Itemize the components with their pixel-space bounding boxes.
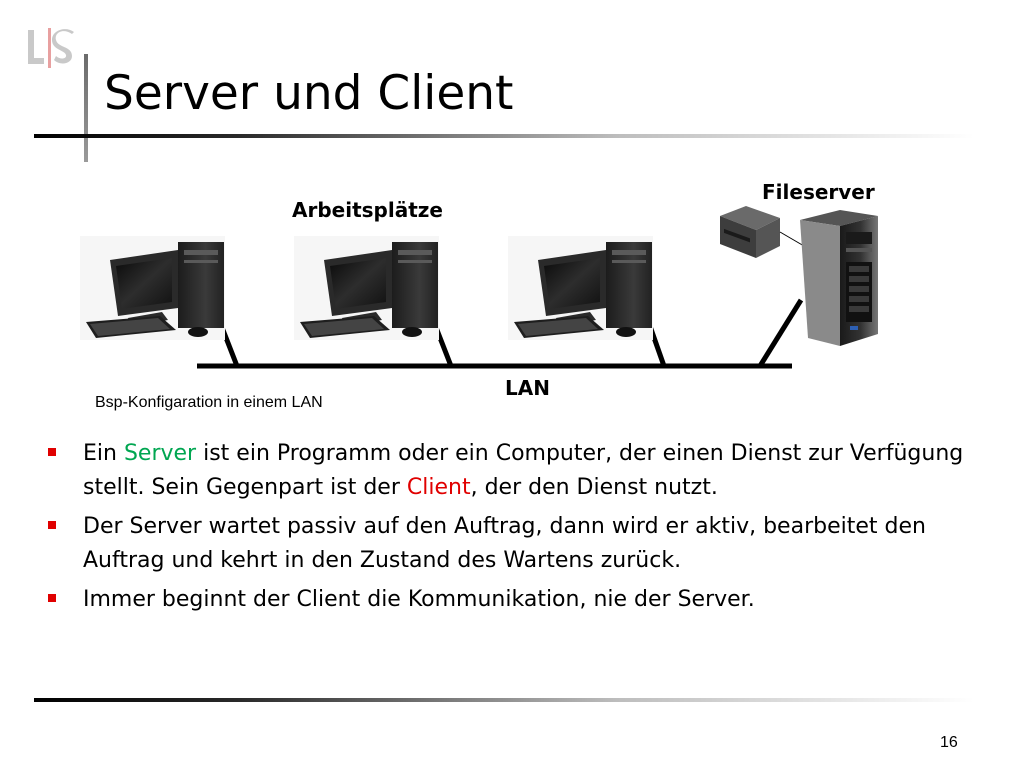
client-highlight: Client [406, 475, 471, 500]
fileserver-tower-icon [800, 210, 878, 346]
title-vertical-rule [84, 54, 88, 162]
printer-cable [779, 231, 805, 247]
bullet-marker-icon [48, 448, 56, 456]
bullet-marker-icon [48, 594, 56, 602]
workstation-3-icon [508, 236, 653, 340]
bullet-item-1: Ein Server ist ein Programm oder ein Com… [44, 437, 1004, 505]
bullet-item-2: Der Server wartet passiv auf den Auftrag… [44, 510, 1004, 578]
ls-logo [28, 28, 74, 68]
bullet-3-text: Immer beginnt der Client die Kommunikati… [83, 587, 755, 612]
slide-title: Server und Client [104, 66, 514, 121]
diagram-caption: Bsp-Konfigaration in einem LAN [95, 394, 323, 411]
footer-horizontal-rule [34, 698, 974, 702]
workstation-1-icon [80, 236, 225, 340]
workstation-2-icon [294, 236, 439, 340]
bullet-1-text-a: Ein [83, 441, 124, 466]
bullet-1-text-c: , der den Dienst nutzt. [470, 475, 718, 500]
bullet-marker-icon [48, 521, 56, 529]
lan-drop-server [757, 298, 804, 368]
page-number: 16 [940, 734, 958, 751]
workstations-label: Arbeitsplätze [292, 198, 443, 222]
lan-label: LAN [505, 376, 550, 400]
title-horizontal-rule [34, 134, 974, 138]
bullet-item-3: Immer beginnt der Client die Kommunikati… [44, 583, 1004, 617]
server-highlight: Server [123, 441, 197, 466]
printer-icon [720, 206, 780, 258]
bullet-2-text: Der Server wartet passiv auf den Auftrag… [83, 514, 926, 573]
bullet-1-text-b: ist ein Programm oder ein Computer, der … [83, 441, 964, 500]
fileserver-label: Fileserver [762, 180, 875, 204]
bullet-list: Ein Server ist ein Programm oder ein Com… [44, 437, 1004, 622]
